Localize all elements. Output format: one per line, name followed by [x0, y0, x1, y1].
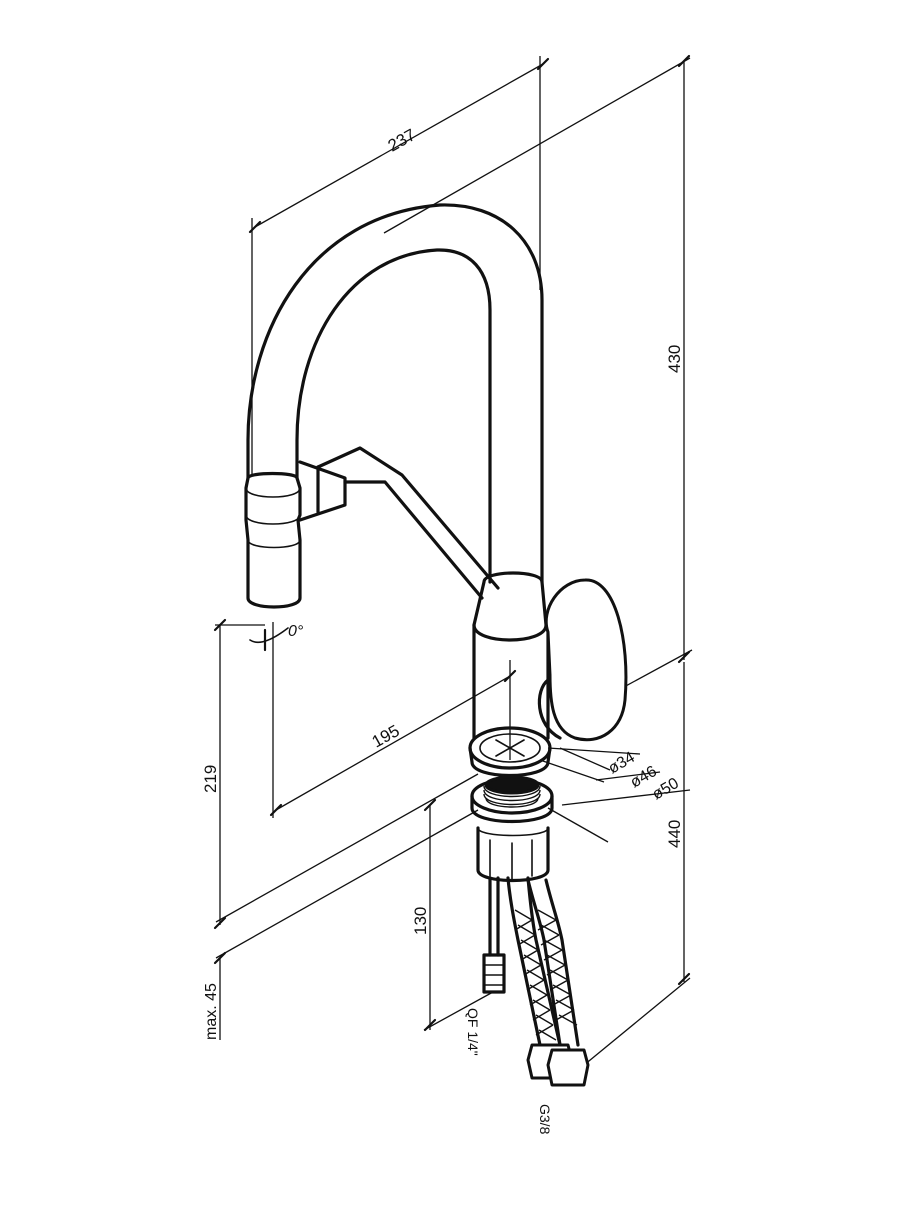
dia-34-leader-lower — [559, 747, 611, 771]
fixing-nut-top — [477, 827, 549, 837]
thread-hatching — [483, 785, 541, 808]
hose-end-reference-line — [577, 977, 691, 1071]
dim-219-label: 219 — [201, 765, 220, 793]
body-cylinder — [472, 623, 550, 740]
quick-fit-hose — [488, 876, 500, 957]
dim-tick — [213, 951, 227, 965]
support-arm-bottom — [343, 480, 484, 600]
spout-outer — [246, 203, 544, 584]
dim-tick — [677, 54, 691, 68]
lever-handle — [544, 578, 628, 742]
axis-cross — [495, 739, 525, 757]
base-ring-inner — [479, 733, 541, 763]
spray-head-ring — [247, 539, 301, 549]
shank-end-reference-line — [423, 991, 494, 1031]
braided-hose-right — [526, 878, 580, 1047]
dim-tick — [213, 916, 227, 930]
dim-tick — [423, 798, 437, 812]
dim-237-line — [254, 63, 544, 228]
fixing-nut-ribs — [489, 839, 533, 881]
supply-nut-right — [546, 1048, 590, 1087]
support-arm-top — [316, 446, 500, 590]
dim-max45-label: max. 45 — [203, 983, 220, 1040]
spray-head-ring — [245, 487, 301, 498]
dim-tick — [677, 972, 691, 986]
spray-clip — [298, 460, 347, 522]
base-ring-side — [468, 746, 552, 777]
spray-head-ring — [245, 514, 301, 525]
dim-430-label: 430 — [665, 345, 684, 373]
dim-440-label: 440 — [665, 820, 684, 848]
quick-fit-grooves — [483, 964, 505, 986]
dim-195-line — [275, 675, 511, 811]
angle-arc — [249, 627, 289, 644]
faucet — [244, 203, 628, 1087]
angle-label: 0° — [288, 623, 304, 640]
dia-50-leader-lower — [547, 807, 609, 843]
lever-cartridge — [537, 678, 562, 740]
thread-dark — [484, 775, 540, 795]
dim-195-label: 195 — [369, 721, 403, 751]
spray-head — [244, 471, 302, 609]
dim-tick — [677, 650, 691, 664]
fixing-nut — [476, 826, 550, 883]
braid-pattern — [514, 909, 578, 1041]
quick-fit-label: QF 1/4" — [465, 1008, 481, 1056]
dia-46-leader-lower — [539, 759, 605, 783]
deck-bottom-line — [215, 809, 479, 959]
washer-side — [470, 794, 554, 823]
deck-top-line — [215, 773, 479, 923]
body-collar — [472, 571, 548, 642]
dia-46-leader — [595, 771, 661, 781]
dim-130-label: 130 — [411, 907, 430, 935]
quick-fit-connector — [482, 953, 506, 994]
supply-thread-label: G3/8 — [537, 1104, 553, 1135]
spout-inner — [295, 248, 492, 584]
dia-50-leader — [561, 789, 691, 806]
